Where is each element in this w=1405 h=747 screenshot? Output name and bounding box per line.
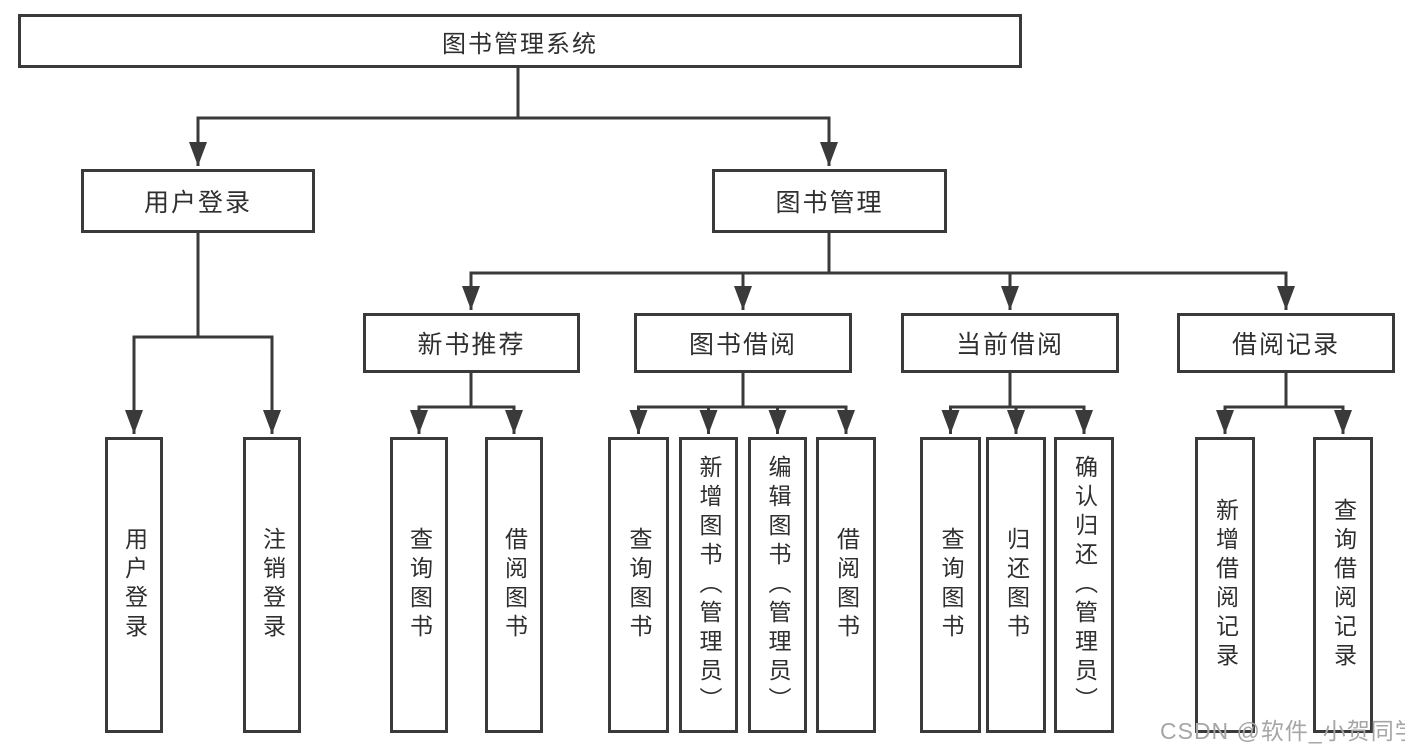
leaf-user-login: 用户登录 (105, 437, 163, 733)
leaf-logout: 注销登录 (243, 437, 301, 733)
leaf-query-borrow-record: 查询借阅记录 (1313, 437, 1373, 733)
node-current-borrow: 当前借阅 (901, 313, 1119, 373)
leaf-query-books-recommend: 查询图书 (390, 437, 448, 733)
node-book-management: 图书管理 (712, 169, 947, 233)
leaf-confirm-return-admin: 确认归还（管理员） (1054, 437, 1114, 733)
leaf-borrow-books: 借阅图书 (816, 437, 876, 733)
node-new-book-recommend: 新书推荐 (363, 313, 580, 373)
node-user-login: 用户登录 (81, 169, 315, 233)
leaf-query-books-current: 查询图书 (920, 437, 981, 733)
leaf-return-book: 归还图书 (986, 437, 1046, 733)
leaf-add-book-admin: 新增图书（管理员） (679, 437, 738, 733)
csdn-watermark: CSDN @软件_小贺同学 (1160, 718, 1405, 744)
leaf-edit-book-admin: 编辑图书（管理员） (748, 437, 807, 733)
node-library-management-system: 图书管理系统 (18, 14, 1022, 68)
node-borrow-records: 借阅记录 (1177, 313, 1395, 373)
leaf-add-borrow-record: 新增借阅记录 (1195, 437, 1255, 733)
node-book-borrow: 图书借阅 (634, 313, 852, 373)
leaf-borrow-books-recommend: 借阅图书 (485, 437, 543, 733)
leaf-query-books-borrow: 查询图书 (608, 437, 669, 733)
